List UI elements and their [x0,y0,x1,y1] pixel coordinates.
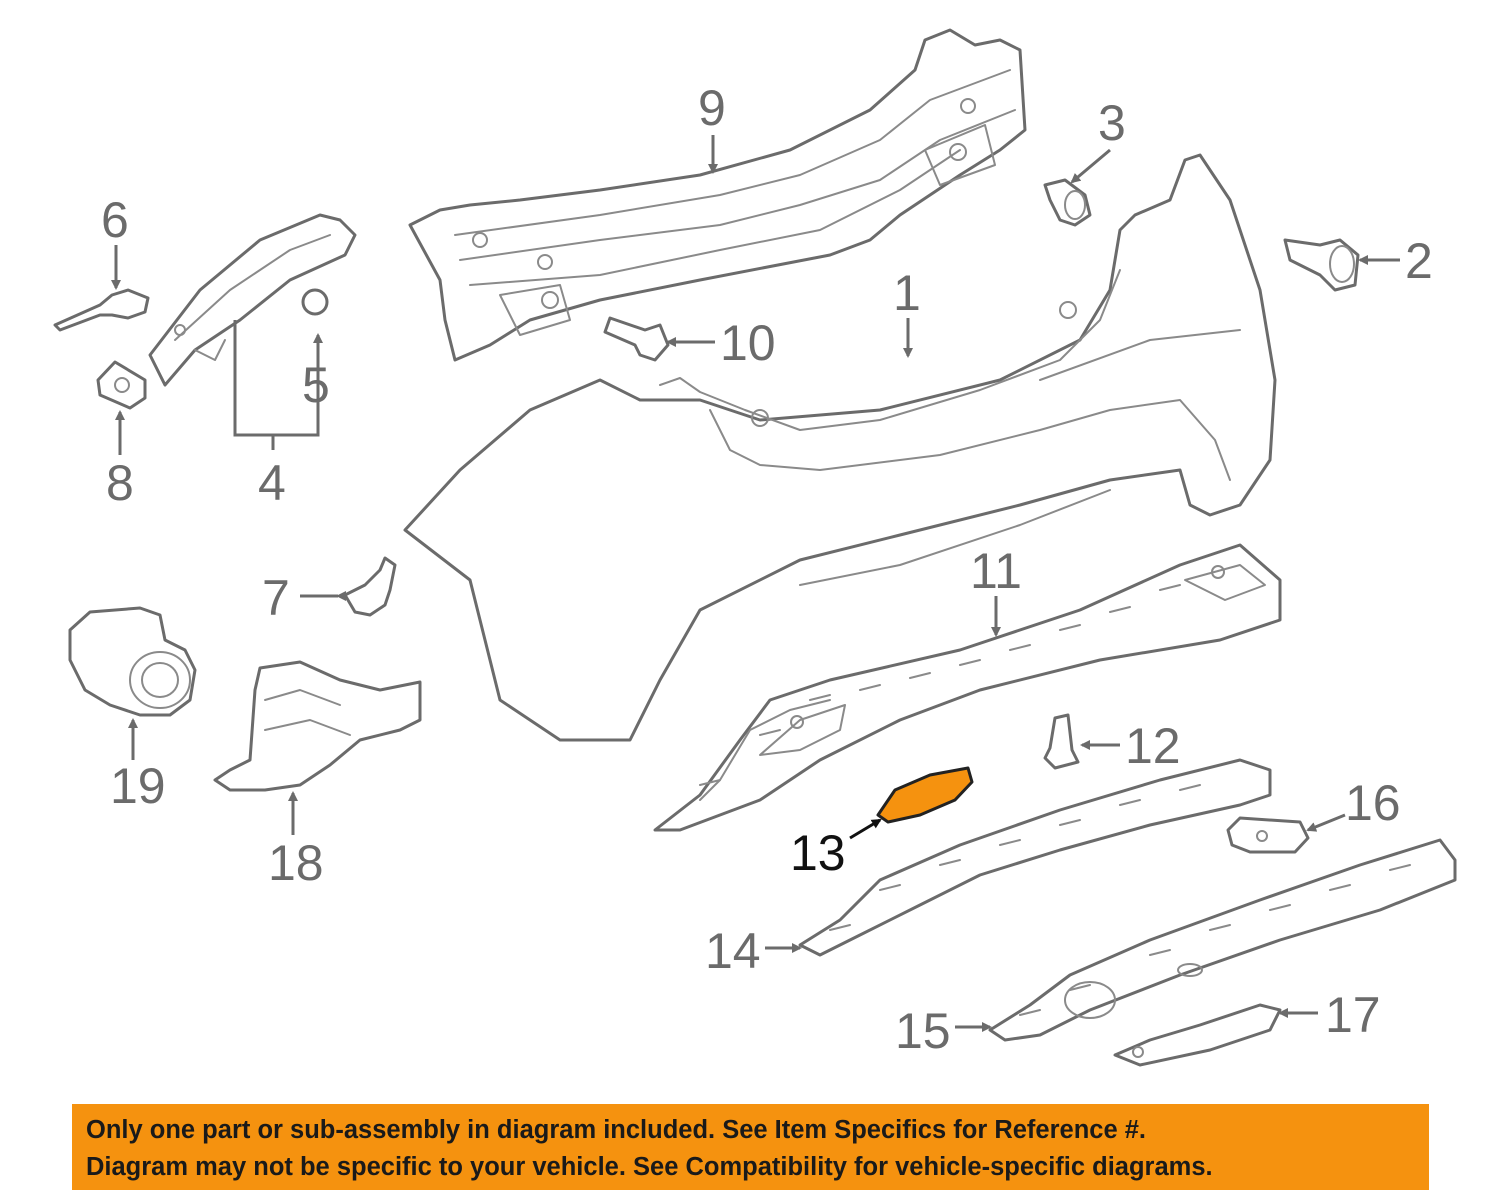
part-19-fog-lamp-housing [68,606,197,717]
callout-2: 2 [1405,233,1433,289]
notice-line-2: Diagram may not be specific to your vehi… [86,1153,1213,1181]
callout-11: 11 [970,543,1022,599]
part-8-nut [96,360,147,410]
leader-lines [111,135,1400,1032]
part-12-clip [1043,713,1080,770]
callout-9: 9 [698,80,726,136]
part-14-lower-molding [798,758,1272,957]
notice-banner: Only one part or sub-assembly in diagram… [72,1104,1429,1190]
callout-3: 3 [1098,95,1126,151]
part-17-bracket [1113,1003,1282,1067]
part-13-highlighted-molding [876,766,974,824]
callout-10: 10 [720,315,776,371]
part-15-lower-molding [988,838,1457,1042]
part-3-grommet [1043,178,1092,227]
notice-line-1: Only one part or sub-assembly in diagram… [86,1116,1146,1144]
part-2-bolt [1283,238,1360,292]
part-1-bumper-cover [403,153,1277,742]
part-11-lower-valance [653,543,1282,832]
callout-17: 17 [1325,987,1381,1043]
callout-18: 18 [268,835,324,891]
callout-15: 15 [895,1003,951,1059]
callout-8: 8 [106,455,134,511]
part-10-bolt [603,316,670,362]
callout-12: 12 [1125,718,1181,774]
part-16-retainer [1226,816,1310,854]
callout-16: 16 [1345,775,1401,831]
part-7-screw [343,556,397,617]
part-18-bracket [213,660,422,792]
part-5-washer [301,288,329,316]
callout-7: 7 [262,570,290,626]
callout-14: 14 [705,923,761,979]
part-9-reinforcement-beam [408,28,1027,362]
callout-4: 4 [258,455,286,511]
part-4-bracket [148,213,357,387]
part-6-push-pin [53,288,150,332]
callout-5: 5 [302,357,330,413]
callout-13: 13 [790,825,846,881]
callout-6: 6 [101,192,129,248]
callout-19: 19 [110,758,166,814]
callout-1: 1 [893,265,921,321]
callout-labels: 1 2 3 4 5 6 7 8 9 10 11 12 13 14 15 16 1… [101,80,1433,1059]
